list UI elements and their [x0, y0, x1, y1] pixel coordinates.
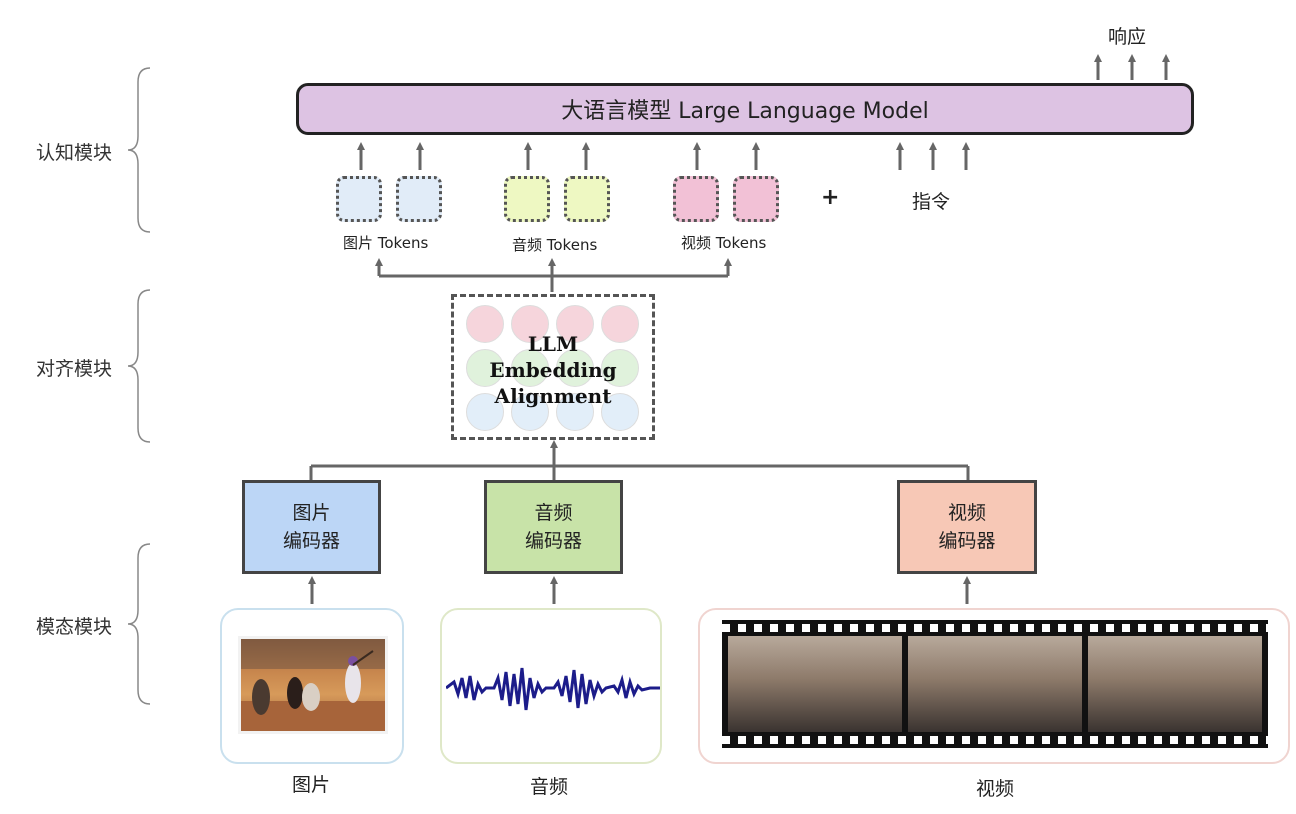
plus-sign: +	[821, 185, 840, 210]
image-token	[336, 176, 382, 222]
section-label-cognitive: 认知模块	[36, 142, 113, 164]
alignment-line-2: Embedding	[489, 358, 617, 382]
film-strip	[722, 620, 1268, 748]
section-label-alignment: 对齐模块	[36, 358, 113, 380]
embedding-bubble	[601, 349, 639, 387]
embedding-bubble	[466, 393, 504, 431]
video-tokens-label: 视频 Tokens	[681, 234, 767, 252]
audio-tokens-label: 音频 Tokens	[512, 236, 598, 254]
video-frame	[728, 636, 902, 732]
embedding-bubble	[601, 305, 639, 343]
audio-modality-panel	[440, 608, 662, 764]
instruction-label: 指令	[912, 191, 951, 213]
embedding-bubble	[466, 305, 504, 343]
image-modality-label: 图片	[292, 774, 331, 796]
llm-label: 大语言模型 Large Language Model	[561, 99, 929, 124]
baseball-photo	[238, 636, 388, 734]
audio-encoder-line-1: 音频	[534, 502, 573, 524]
image-encoder-line-2: 编码器	[282, 530, 340, 552]
embedding-bubble	[556, 305, 594, 343]
audio-token	[564, 176, 610, 222]
alignment-box: LLM Embedding Alignment	[451, 294, 655, 440]
embedding-bubble	[511, 305, 549, 343]
embedding-bubble	[601, 393, 639, 431]
alignment-text: LLM Embedding Alignment	[454, 331, 652, 409]
video-token	[673, 176, 719, 222]
llm-box: 大语言模型 Large Language Model	[296, 83, 1194, 135]
video-token	[733, 176, 779, 222]
image-tokens-label: 图片 Tokens	[343, 234, 429, 252]
video-modality-label: 视频	[976, 778, 1015, 800]
audio-token	[504, 176, 550, 222]
video-encoder-line-1: 视频	[947, 502, 986, 524]
film-sprockets-top	[722, 624, 1268, 632]
video-frame	[1088, 636, 1262, 732]
embedding-bubble	[511, 393, 549, 431]
alignment-line-1: LLM	[527, 332, 579, 356]
audio-modality-label: 音频	[530, 776, 569, 798]
image-encoder-line-1: 图片	[292, 502, 331, 524]
embedding-bubble	[466, 349, 504, 387]
image-encoder-box: 图片 编码器	[242, 480, 381, 574]
image-token	[396, 176, 442, 222]
video-encoder-box: 视频 编码器	[897, 480, 1037, 574]
embedding-bubble	[511, 349, 549, 387]
audio-encoder-box: 音频 编码器	[484, 480, 623, 574]
audio-waveform-icon	[446, 667, 660, 711]
video-frame	[908, 636, 1082, 732]
section-label-modality: 模态模块	[36, 616, 113, 638]
alignment-line-3: Alignment	[494, 384, 612, 408]
response-label: 响应	[1108, 26, 1147, 48]
baseball-scene-icon	[241, 639, 385, 731]
embedding-bubble	[556, 393, 594, 431]
embedding-bubble	[556, 349, 594, 387]
film-sprockets-bottom	[722, 736, 1268, 744]
audio-encoder-line-2: 编码器	[524, 530, 582, 552]
video-encoder-line-2: 编码器	[938, 530, 996, 552]
